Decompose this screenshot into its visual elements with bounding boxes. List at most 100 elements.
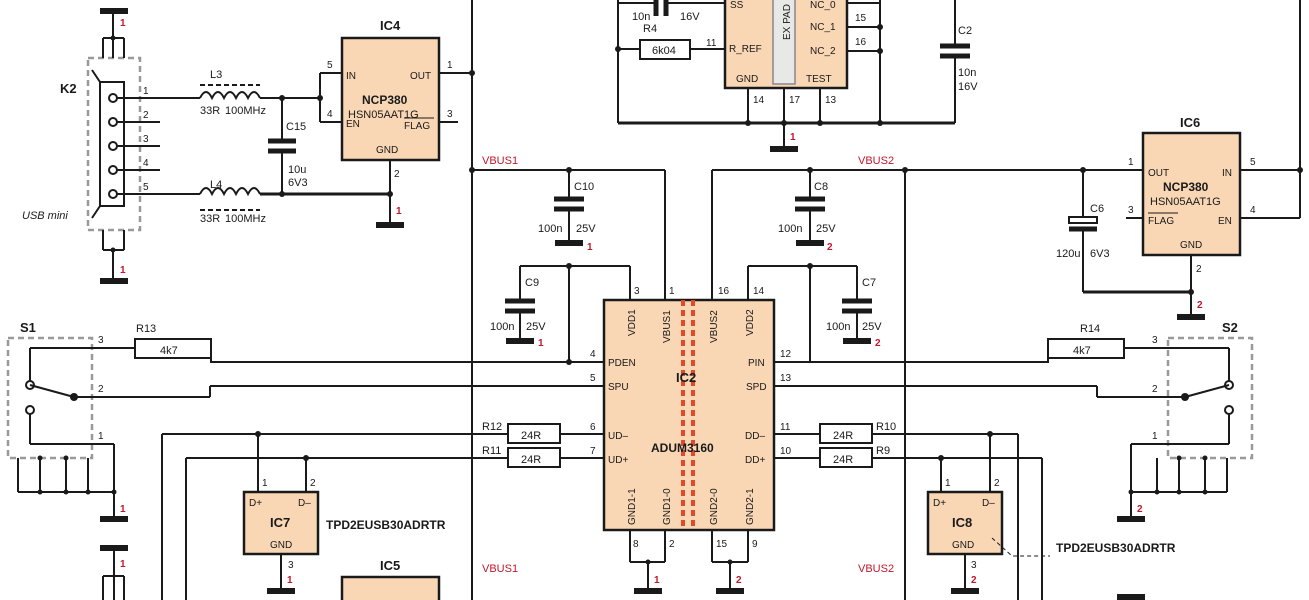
ic2-num-7: 7 <box>590 446 596 457</box>
s2-switch: S2 3 2 1 2 <box>1097 320 1254 522</box>
net-vbus2: VBUS2 <box>858 155 894 167</box>
s1-num-2: 2 <box>98 384 104 395</box>
ground-label: 1 <box>120 504 126 515</box>
c9-value: 100n <box>490 321 514 333</box>
ic2-num-12: 12 <box>780 349 792 360</box>
top-chip-nc1: NC_1 <box>810 22 836 33</box>
ground-label: 2 <box>875 338 881 349</box>
c2-ref: C2 <box>958 25 972 37</box>
ic8-pin-dp: D+ <box>933 498 946 509</box>
ic7-num-3: 3 <box>288 560 294 571</box>
ground-label: 1 <box>120 265 126 276</box>
s1-num-1: 1 <box>98 431 104 442</box>
ic2-num-14: 14 <box>753 286 765 297</box>
ic6-num-3: 3 <box>1128 205 1134 216</box>
top-cap-value: 10n <box>632 11 650 23</box>
ic2-num-3: 3 <box>634 286 640 297</box>
top-chip-num-15: 15 <box>855 13 867 24</box>
s2-num-1: 1 <box>1152 431 1158 442</box>
top-chip-nc2: NC_2 <box>810 46 836 57</box>
ic6-num-2: 2 <box>1196 264 1202 275</box>
net-vbus1: VBUS1 <box>482 155 518 167</box>
k2-pin-2: 2 <box>143 110 149 121</box>
l4-freq: 100MHz <box>225 213 266 225</box>
ic4-num-4: 4 <box>327 109 333 120</box>
c8-ref: C8 <box>814 181 828 193</box>
ic6-part2: HSN05AAT1G <box>1150 196 1221 208</box>
c15-volt: 6V3 <box>288 177 308 189</box>
c10-volt: 25V <box>576 223 596 235</box>
ic2-num-13: 13 <box>780 373 792 384</box>
s2-num-2: 2 <box>1152 384 1158 395</box>
k2-pin-3: 3 <box>143 134 149 145</box>
c8-capacitor: C8 100n 25V 2 <box>778 170 836 253</box>
ic2-pin-spu: SPU <box>608 382 629 393</box>
r14-value: 4k7 <box>1073 345 1091 357</box>
ground-label: 1 <box>790 132 796 143</box>
ic2-chip: IC2 ADUM3160 VDD1 VBUS1 VBUS2 VDD2 PDEN … <box>590 286 792 594</box>
ic8-pin-gnd: GND <box>952 540 974 551</box>
c9-capacitor: C9 100n 25V 1 <box>490 265 630 349</box>
ic4-num-5: 5 <box>327 60 333 71</box>
ground-label: 1 <box>120 18 126 29</box>
top-capacitor: 10n 16V <box>618 0 725 23</box>
ic2-pin-pin: PIN <box>748 358 765 369</box>
ic6-pin-in: IN <box>1222 168 1232 179</box>
ic2-num-8: 8 <box>633 539 639 550</box>
ground-symbol <box>1117 594 1145 600</box>
ic2-pin-gnd1-0: GND1-0 <box>662 488 673 525</box>
ic2-num-16: 16 <box>718 286 730 297</box>
ic7-ref: IC7 <box>270 515 290 530</box>
k2-name: USB mini <box>22 210 68 222</box>
c10-value: 100n <box>538 223 562 235</box>
ic7-pin-dm: D– <box>298 498 311 509</box>
r14-ref: R14 <box>1080 323 1100 335</box>
top-chip-gnd: GND <box>736 74 758 85</box>
ic2-pin-gnd2-1: GND2-1 <box>745 488 756 525</box>
ic2-part: ADUM3160 <box>651 441 714 455</box>
ic2-pin-gnd1-1: GND1-1 <box>627 488 638 525</box>
ic2-num-10: 10 <box>780 446 792 457</box>
ground-label: 1 <box>120 559 126 570</box>
ic7-part: TPD2EUSB30ADRTR <box>326 518 446 532</box>
ground-label: 1 <box>287 575 293 586</box>
k2-ref: K2 <box>60 81 77 96</box>
c6-volt: 6V3 <box>1090 248 1110 260</box>
ic6-pin-en: EN <box>1218 216 1232 227</box>
ic8-pin-dm: D– <box>982 498 995 509</box>
ground-label: 2 <box>736 575 742 586</box>
ground-label: 1 <box>654 575 660 586</box>
c7-volt: 25V <box>862 321 882 333</box>
r10-ref: R10 <box>876 421 896 433</box>
ic4-num-3: 3 <box>447 109 453 120</box>
ground-symbol <box>770 146 798 152</box>
ic4-part1: NCP380 <box>362 93 408 107</box>
c9-volt: 25V <box>526 321 546 333</box>
ground-symbol <box>267 588 295 594</box>
ground-symbol <box>951 588 979 594</box>
ic6-pin-gnd: GND <box>1180 240 1202 251</box>
ground-symbol <box>555 240 583 246</box>
top-chip-ss: SS <box>730 0 744 11</box>
top-chip-num-16: 16 <box>855 37 867 48</box>
l3-ref: L3 <box>210 69 222 81</box>
r13-ref: R13 <box>136 323 156 335</box>
ic2-num-11: 11 <box>780 422 791 433</box>
top-chip-num-14: 14 <box>753 95 765 106</box>
l4-ferrite: L4 33R 100MHz <box>199 179 266 225</box>
r11-value: 24R <box>521 454 541 466</box>
r12-resistor: R12 24R <box>482 421 561 444</box>
ground-symbol <box>796 240 824 246</box>
top-chip-rref: R_REF <box>729 44 762 55</box>
r9-value: 24R <box>833 454 853 466</box>
ic2-pin-vbus1: VBUS1 <box>662 310 673 343</box>
ground-symbol <box>634 588 662 594</box>
s1-ref: S1 <box>20 320 36 335</box>
ground-symbol <box>100 278 128 284</box>
ground-symbol <box>843 338 871 344</box>
ic5-chip: IC5 <box>340 558 441 600</box>
top-chip-num-13: 13 <box>825 95 837 106</box>
ic6-ref: IC6 <box>1180 115 1200 130</box>
r11-resistor: R11 24R <box>482 445 561 468</box>
r12-value: 24R <box>521 430 541 442</box>
